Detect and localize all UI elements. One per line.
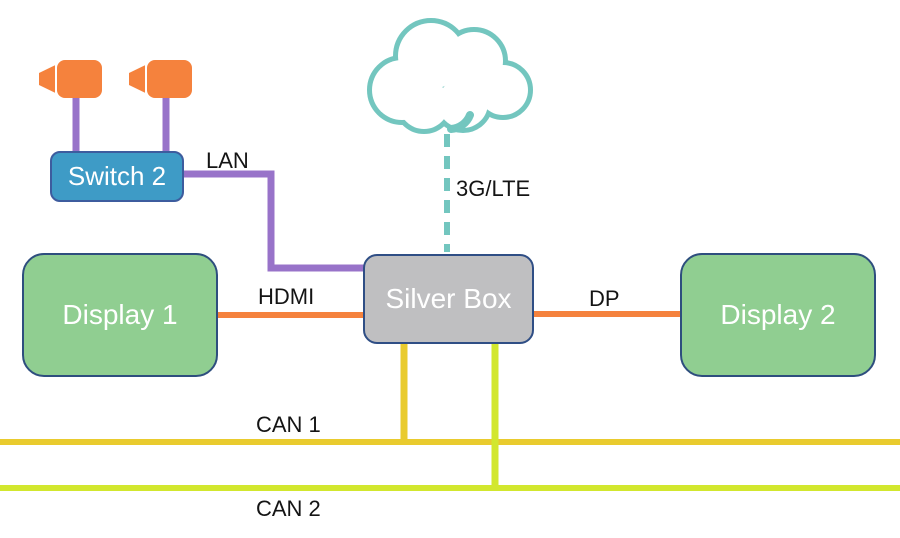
node-switch2: Switch 2 [50, 151, 184, 202]
cloud-icon [367, 18, 533, 134]
camera-body-shape [147, 60, 192, 98]
hdmi-link-label: HDMI [258, 284, 315, 309]
display1-label: Display 1 [62, 299, 178, 330]
node-silver-box: Silver Box [363, 254, 534, 344]
camera-lens-shape [129, 65, 145, 93]
lan-link-label: LAN [206, 148, 249, 173]
display2-label: Display 2 [720, 299, 836, 330]
video-camera-icon [129, 60, 192, 98]
camera-body-shape [57, 60, 102, 98]
silver-box-label: Silver Box [385, 283, 512, 314]
node-display1: Display 1 [22, 253, 218, 377]
can2-bus-label: CAN 2 [256, 496, 321, 521]
node-display2: Display 2 [680, 253, 876, 377]
can1-bus-label: CAN 1 [256, 412, 321, 437]
cellular-link-label: 3G/LTE [456, 176, 531, 201]
dp-link-label: DP [589, 286, 620, 311]
switch2-label: Switch 2 [67, 161, 167, 191]
camera-lens-shape [39, 65, 55, 93]
lan-link-line [184, 170, 365, 272]
video-camera-icon [39, 60, 102, 98]
